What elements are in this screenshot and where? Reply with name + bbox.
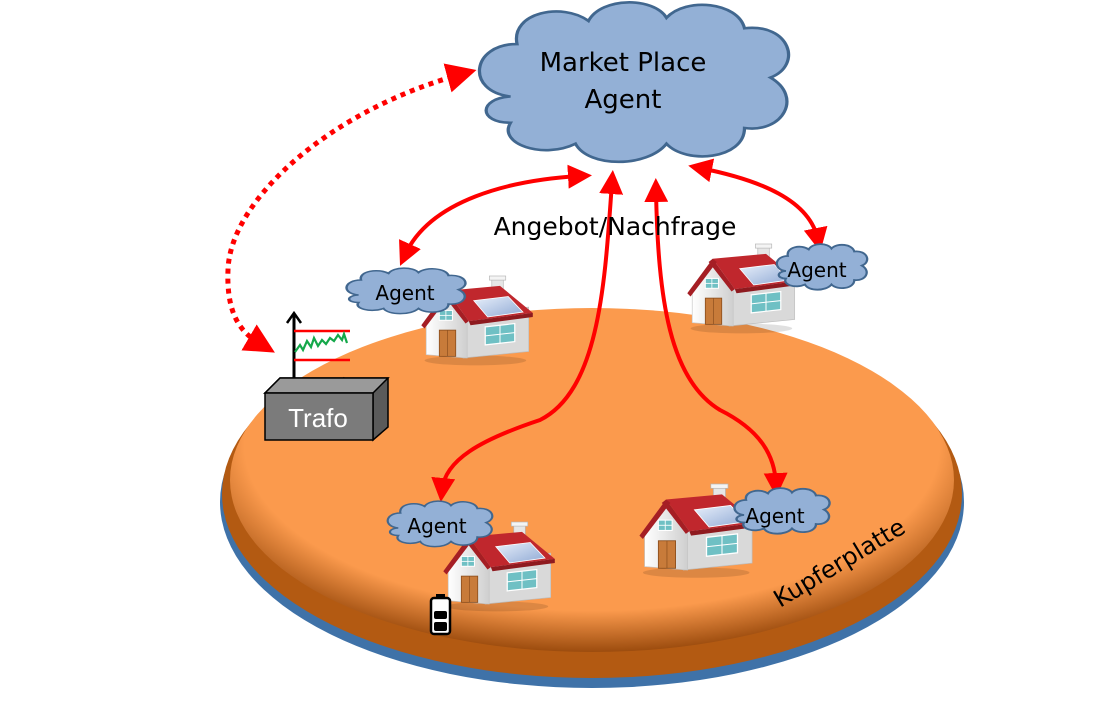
household-bottom-left: Agent (386, 500, 556, 636)
chart-y-arrowhead (285, 310, 303, 324)
exchange-label: Angebot/Nachfrage (494, 212, 737, 241)
agent-label: Agent (745, 504, 804, 528)
agent-label: Agent (787, 258, 846, 282)
trafo-market-link-arrow (225, 63, 477, 353)
trafo-box-top (263, 377, 390, 394)
agent-label: Agent (375, 281, 434, 305)
arrow-agent-bottom-left (431, 170, 624, 502)
load-signal-line (294, 330, 349, 353)
trafo-label: Trafo (288, 403, 348, 433)
market-place-title-line1: Market Place (540, 48, 707, 78)
copper-plate (220, 308, 964, 688)
agent-label: Agent (407, 514, 466, 538)
household-top-right: Agent (686, 242, 869, 334)
exchange-arrows (399, 158, 828, 502)
trafo: Trafo (263, 310, 390, 442)
household-bottom-right: Agent (638, 483, 831, 579)
market-place-title-line2: Agent (585, 85, 662, 115)
market-place-cloud (477, 0, 791, 164)
arrow-agent-bottom-right (644, 178, 788, 497)
battery-icon (429, 594, 452, 636)
trafo-box-front (264, 392, 374, 441)
household-top-left: Agent (345, 266, 534, 366)
